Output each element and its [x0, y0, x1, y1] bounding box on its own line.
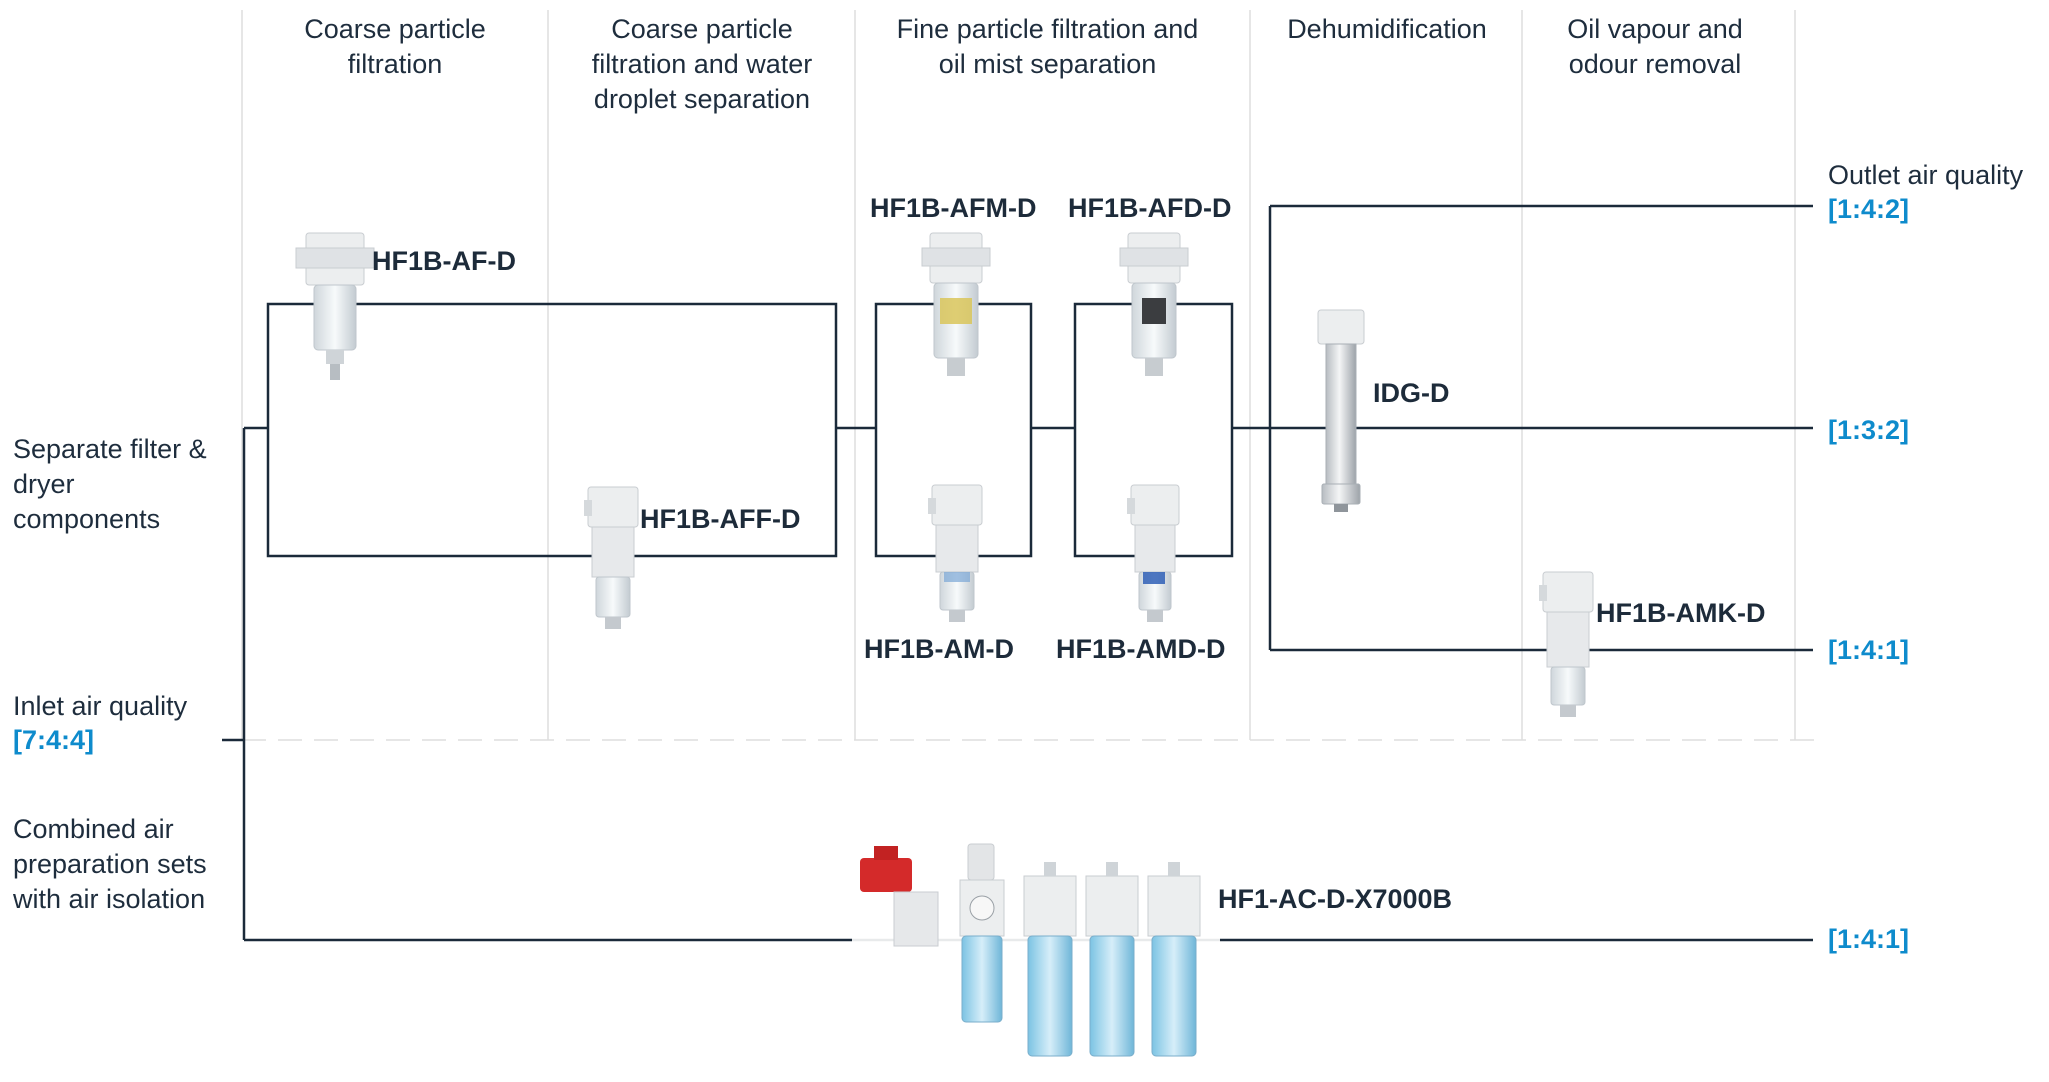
- combined-sets-label: Combined air preparation sets with air i…: [13, 814, 207, 914]
- outlet-code-3: [1:4:1]: [1828, 635, 1910, 665]
- product-afm-image: [921, 232, 991, 376]
- inlet-air-quality-label: Inlet air quality: [13, 691, 188, 721]
- outlet-air-quality-label: Outlet air quality: [1828, 160, 2024, 190]
- product-label-afd: HF1B-AFD-D: [1068, 193, 1232, 223]
- column-heading-coarse: Coarse particle filtration: [304, 14, 486, 79]
- outlet-code-1: [1:4:2]: [1828, 194, 1910, 224]
- product-amk-image: [1539, 571, 1594, 717]
- product-label-aff: HF1B-AFF-D: [640, 504, 801, 534]
- product-label-am: HF1B-AM-D: [864, 634, 1014, 664]
- inlet-air-quality-code: [7:4:4]: [13, 725, 95, 755]
- column-heading-dehumidification: Dehumidification: [1287, 14, 1487, 44]
- column-heading-fine-oil: Fine particle filtration and oil mist se…: [896, 14, 1199, 79]
- product-label-af: HF1B-AF-D: [372, 246, 516, 276]
- separate-components-label: Separate filter & dryer components: [13, 434, 207, 534]
- product-label-idg: IDG-D: [1373, 378, 1450, 408]
- product-afd-image: [1119, 232, 1189, 376]
- column-dividers: [241, 10, 1796, 740]
- product-amd-image: [1127, 484, 1180, 622]
- product-aff-image: [584, 486, 639, 629]
- product-combined-image: [852, 840, 1220, 1057]
- product-label-afm: HF1B-AFM-D: [870, 193, 1037, 223]
- product-label-combined: HF1-AC-D-X7000B: [1218, 884, 1453, 914]
- product-label-amk: HF1B-AMK-D: [1596, 598, 1766, 628]
- column-heading-oil-vapour: Oil vapour and odour removal: [1567, 14, 1743, 79]
- column-heading-coarse-water: Coarse particle filtration and water dro…: [591, 14, 813, 114]
- product-label-amd: HF1B-AMD-D: [1056, 634, 1226, 664]
- product-idg-image: [1317, 309, 1365, 512]
- outlet-code-4: [1:4:1]: [1828, 924, 1910, 954]
- product-af-image: [295, 232, 375, 380]
- outlet-code-2: [1:3:2]: [1828, 415, 1910, 445]
- product-am-image: [928, 484, 983, 622]
